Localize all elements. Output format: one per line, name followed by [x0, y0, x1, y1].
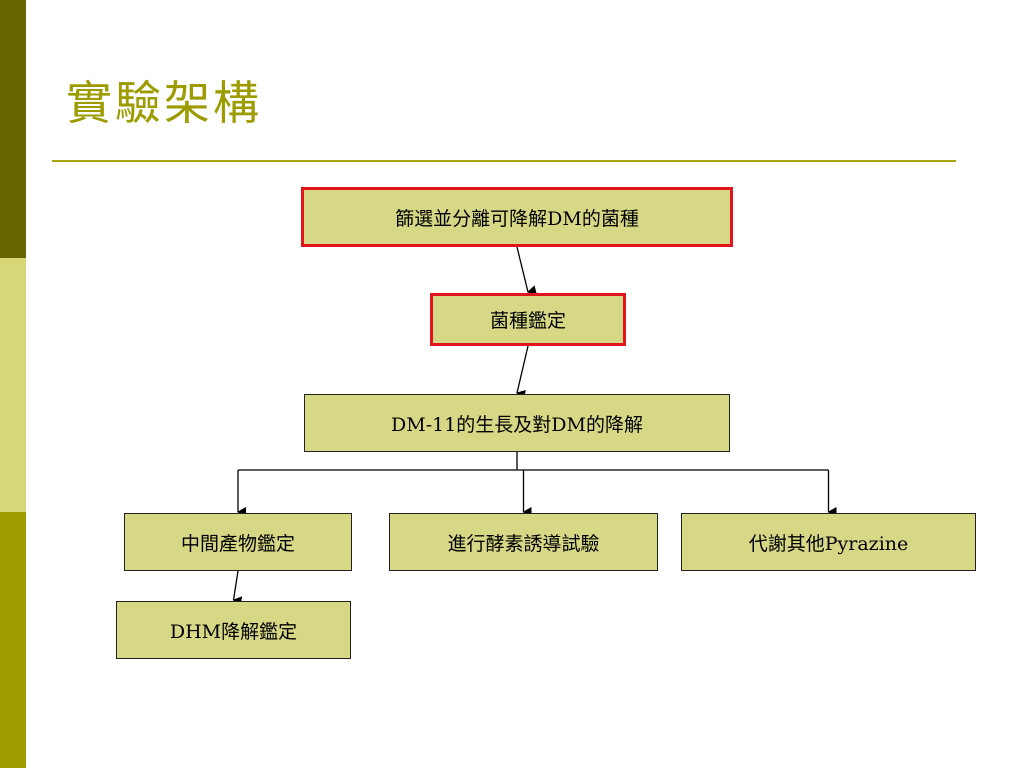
- node-other-pyrazine: 代謝其他Pyrazine: [681, 513, 976, 571]
- edge-identify-growth: [516, 345, 529, 400]
- sidebar-segment-bottom: [0, 512, 26, 768]
- title-underline: [52, 160, 956, 162]
- edge-screen-identify: [516, 246, 537, 295]
- node-growth-degradation: DM-11的生長及對DM的降解: [304, 394, 730, 452]
- node-enzyme-induction: 進行酵素誘導試驗: [389, 513, 658, 571]
- sidebar-segment-middle: [0, 258, 26, 512]
- sidebar-stripe: [0, 0, 26, 768]
- node-screen-strains-label: 篩選並分離可降解DM的菌種: [395, 207, 639, 230]
- node-enzyme-induction-label: 進行酵素誘導試驗: [447, 532, 600, 555]
- node-strain-identification: 菌種鑑定: [430, 293, 626, 346]
- node-intermediate-products-label: 中間產物鑑定: [180, 532, 295, 555]
- node-strain-identification-label: 菌種鑑定: [489, 310, 566, 332]
- node-screen-strains: 篩選並分離可降解DM的菌種: [301, 187, 733, 247]
- node-dhm-degradation: DHM降解鑑定: [116, 601, 351, 659]
- node-intermediate-products: 中間產物鑑定: [124, 513, 352, 571]
- sidebar-segment-top: [0, 0, 26, 258]
- node-growth-degradation-label: DM-11的生長及對DM的降解: [391, 413, 643, 436]
- slide-title: 實驗架構: [66, 76, 262, 130]
- node-other-pyrazine-label: 代謝其他Pyrazine: [748, 532, 909, 555]
- node-dhm-degradation-label: DHM降解鑑定: [169, 620, 298, 643]
- edge-intermediate-dhm: [232, 570, 243, 607]
